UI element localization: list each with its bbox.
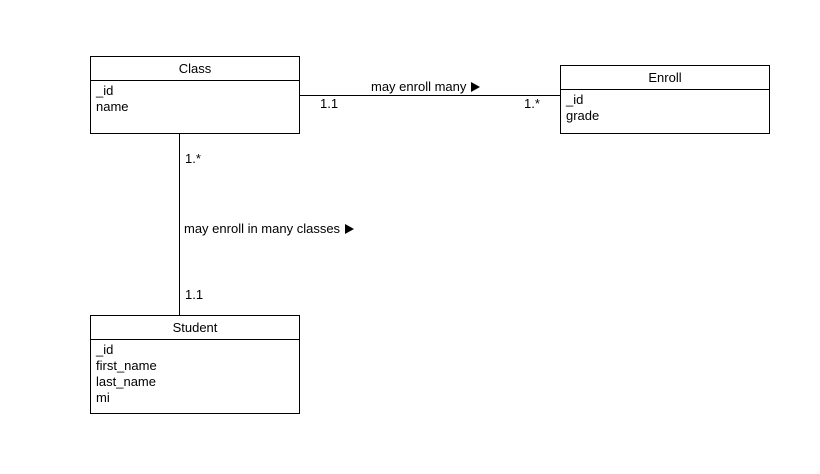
class-enroll-source-multiplicity: 1.1 (320, 96, 339, 111)
enroll-field-id: _id (566, 92, 584, 107)
student-class-class-multiplicity: 1.* (185, 151, 201, 166)
student-class-relationship-text: may enroll in many classes (184, 221, 341, 236)
class-enroll-relationship-label: may enroll many (371, 79, 481, 95)
class-enroll-connector (299, 95, 560, 96)
student-class-connector (179, 133, 180, 316)
enroll-entity[interactable]: Enroll _id grade (560, 65, 770, 134)
class-entity-fields: _id name (91, 81, 299, 115)
student-entity-title: Student (91, 316, 299, 340)
class-entity-title: Class (91, 57, 299, 81)
student-class-relationship-label: may enroll in many classes (184, 221, 355, 237)
enroll-field-grade: grade (566, 108, 600, 123)
student-field-id: _id (96, 342, 114, 357)
student-field-first-name: first_name (96, 358, 157, 373)
class-field-name: name (96, 99, 129, 114)
class-field-id: _id (96, 83, 114, 98)
enroll-entity-title: Enroll (561, 66, 769, 90)
student-class-student-multiplicity: 1.1 (185, 287, 204, 302)
triangle-right-icon (345, 224, 355, 234)
student-field-mi: mi (96, 390, 110, 405)
class-enroll-relationship-text: may enroll many (371, 79, 467, 94)
class-enroll-target-multiplicity: 1.* (524, 96, 540, 111)
student-entity-fields: _id first_name last_name mi (91, 340, 299, 406)
student-field-last-name: last_name (96, 374, 156, 389)
student-entity[interactable]: Student _id first_name last_name mi (90, 315, 300, 414)
class-entity[interactable]: Class _id name (90, 56, 300, 134)
enroll-entity-fields: _id grade (561, 90, 769, 124)
triangle-right-icon (471, 82, 481, 92)
